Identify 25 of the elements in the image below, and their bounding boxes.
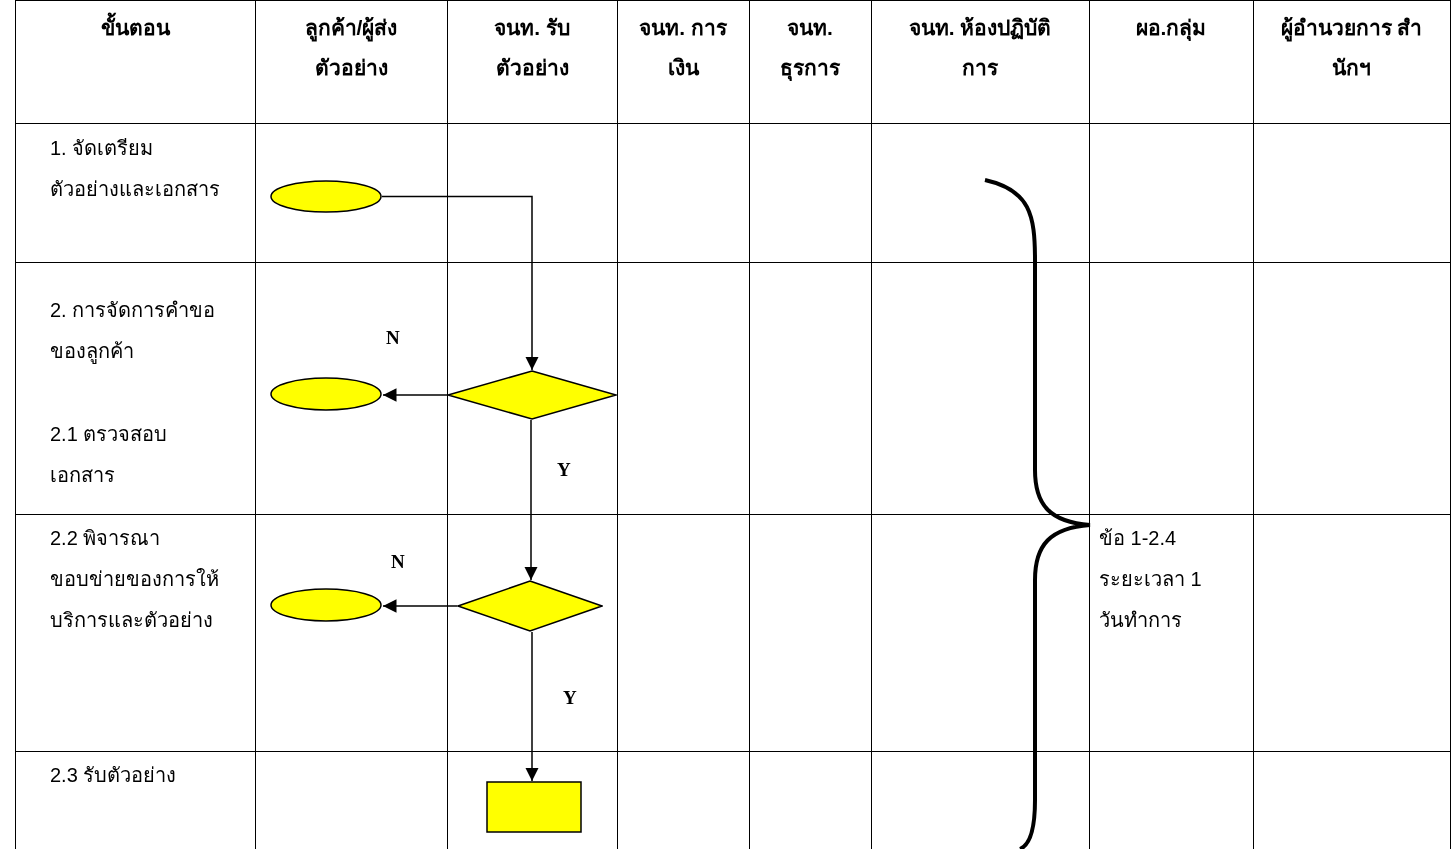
terminal-ellipse bbox=[270, 377, 382, 411]
arrow bbox=[382, 388, 448, 402]
column-header: จนท. รับตัวอย่าง bbox=[493, 15, 571, 81]
arrow bbox=[382, 599, 458, 613]
column-header: จนท. ห้องปฏิบัติการ bbox=[907, 15, 1053, 81]
arrow bbox=[525, 631, 539, 782]
arrow bbox=[524, 419, 538, 581]
arrow bbox=[381, 195, 539, 371]
process-box bbox=[486, 781, 582, 833]
terminal-ellipse bbox=[270, 588, 382, 622]
terminal-ellipse bbox=[270, 180, 382, 213]
decision-diamond bbox=[447, 370, 617, 420]
column-header: จนท. ธุรการ bbox=[779, 15, 841, 83]
step-text: 2.3 รับตัวอย่าง bbox=[50, 763, 178, 788]
duration-note: ข้อ 1-2.4 ระยะเวลา 1 วันทำการ bbox=[1099, 526, 1203, 633]
column-header: ผู้อำนวยการ สำนักฯ bbox=[1279, 15, 1424, 81]
step-text: 1. จัดเตรียมตัวอย่างและเอกสาร bbox=[50, 136, 220, 202]
step-text: 2.2 พิจารณาขอบข่ายของการให้บริการและตัวอย่าง bbox=[50, 526, 220, 633]
step-text: 2.1 ตรวจสอบเอกสาร bbox=[50, 422, 169, 488]
column-header: จนท. การเงิน bbox=[638, 15, 728, 81]
step-text: 2. การจัดการคำขอของลูกค้า bbox=[50, 298, 217, 366]
column-header: ผอ.กลุ่ม bbox=[1134, 15, 1208, 43]
decision-diamond bbox=[457, 580, 603, 632]
column-header: ขั้นตอน bbox=[15, 8, 255, 48]
column-header: ลูกค้า/ผู้ส่ง ตัวอย่าง bbox=[303, 15, 399, 81]
